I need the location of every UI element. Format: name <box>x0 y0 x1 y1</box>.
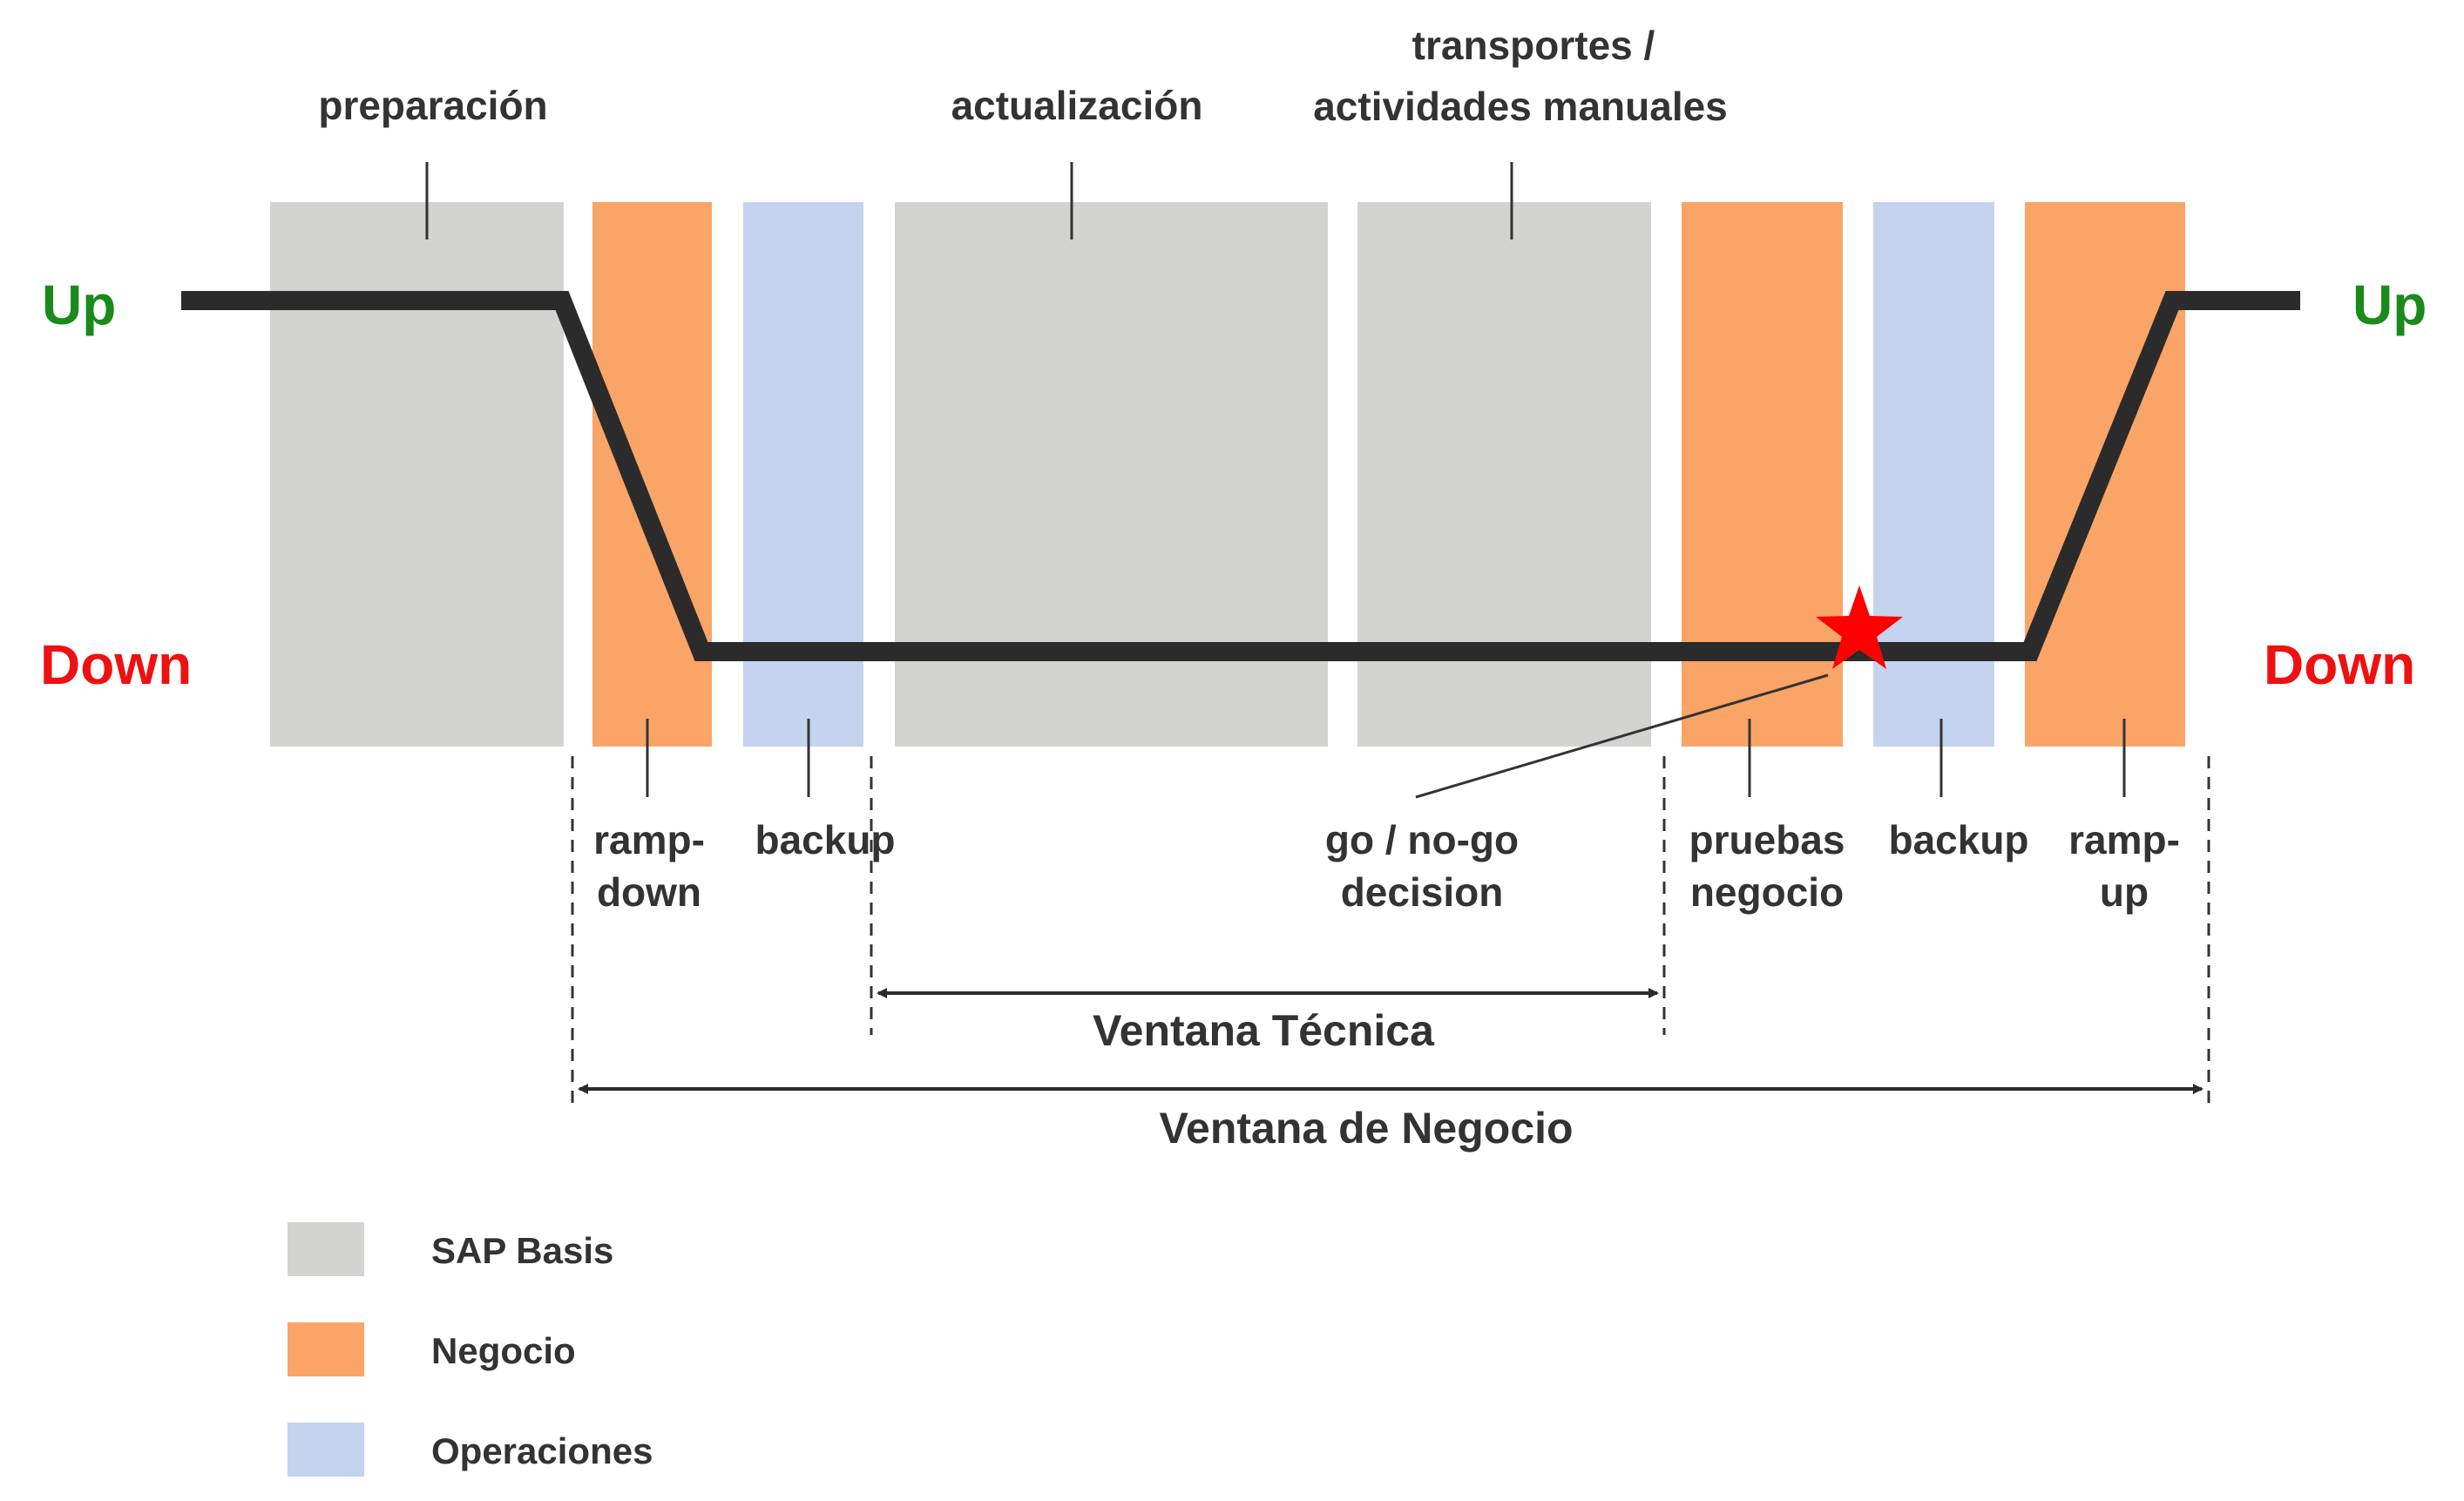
label-backup-1: backup <box>755 817 895 862</box>
label-ramp-up-line1: ramp- <box>2068 817 2180 862</box>
label-transportes-line1: transportes / <box>1412 23 1655 68</box>
block-actualizacion <box>895 202 1328 747</box>
down-label-right: Down <box>2264 633 2415 696</box>
legend-swatch-negocio <box>288 1322 364 1376</box>
legend-swatch-operaciones <box>288 1423 364 1477</box>
block-ramp-down <box>592 202 712 747</box>
label-actualizacion: actualización <box>951 83 1203 128</box>
block-backup-1 <box>743 202 863 747</box>
availability-line <box>181 291 2300 661</box>
legend-label-operaciones: Operaciones <box>431 1430 653 1471</box>
block-preparacion <box>270 202 564 747</box>
label-gonogo-line2: decision <box>1341 869 1504 915</box>
label-gonogo-line1: go / no-go <box>1325 817 1519 862</box>
block-pruebas-negocio <box>1682 202 1843 747</box>
legend-swatch-basis <box>288 1222 364 1276</box>
down-label-left: Down <box>40 633 192 696</box>
label-ramp-down-line2: down <box>597 869 701 915</box>
up-label-right: Up <box>2352 274 2427 336</box>
gonogo-pointer-line <box>1415 673 1829 799</box>
block-transportes <box>1357 202 1651 747</box>
label-pruebas-line2: negocio <box>1690 869 1844 915</box>
up-label-left: Up <box>42 274 116 336</box>
label-ventana-tecnica: Ventana Técnica <box>1093 1006 1435 1055</box>
legend-label-negocio: Negocio <box>431 1330 576 1371</box>
label-backup-2: backup <box>1888 817 2028 862</box>
label-preparacion: preparación <box>318 83 547 128</box>
gonogo-star-icon <box>1816 585 1903 669</box>
label-pruebas-line1: pruebas <box>1689 817 1845 862</box>
block-backup-2 <box>1873 202 1994 747</box>
label-transportes-line2: actividades manuales <box>1313 84 1728 129</box>
legend-label-basis: SAP Basis <box>431 1230 613 1271</box>
label-ramp-down-line1: ramp- <box>593 817 705 862</box>
label-ramp-up-line2: up <box>2100 869 2149 915</box>
label-ventana-negocio: Ventana de Negocio <box>1159 1104 1573 1153</box>
